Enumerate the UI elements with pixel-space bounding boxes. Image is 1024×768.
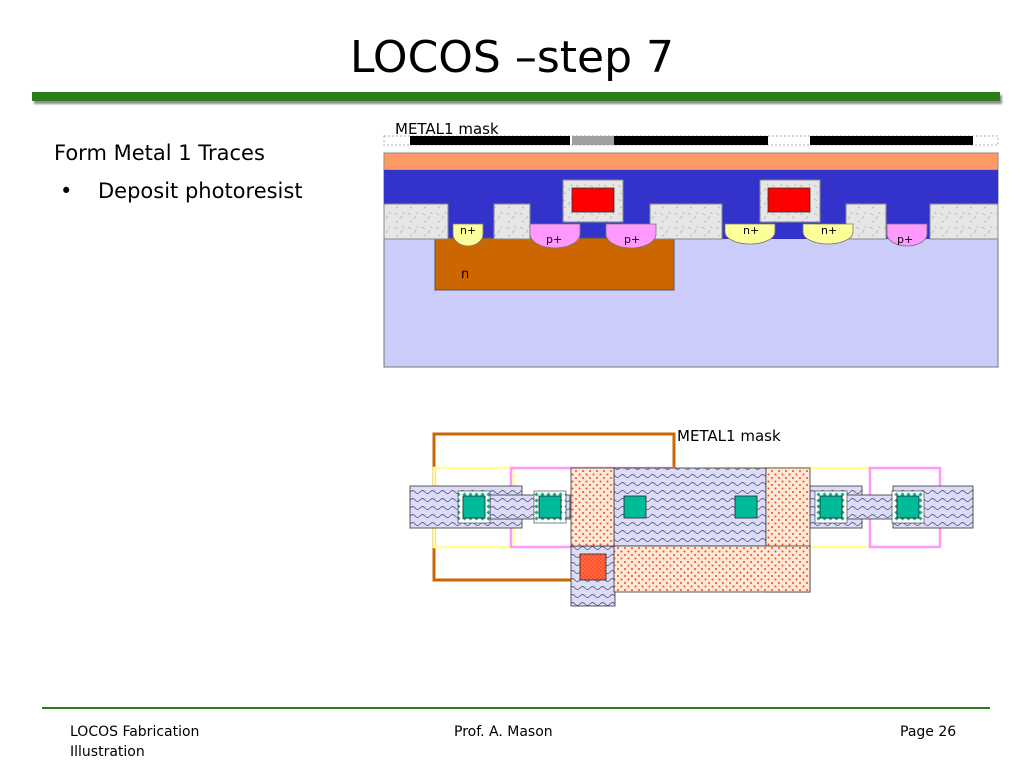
footer-left: LOCOS Fabrication Illustration — [70, 724, 200, 760]
n-well-label: n — [461, 267, 469, 282]
field-oxide — [649, 203, 723, 240]
bullet-dot: • — [60, 179, 73, 203]
mask-grey-segment — [572, 136, 614, 145]
cross-section: METAL1 mask n — [383, 120, 999, 368]
metal1-layer — [384, 170, 998, 197]
contact — [623, 495, 647, 519]
bullet-text: Deposit photoresist — [98, 179, 303, 203]
mask-label-layout: METAL1 mask — [677, 427, 781, 445]
poly-contact — [579, 553, 607, 581]
contact — [896, 495, 920, 519]
p-plus-region — [605, 223, 657, 249]
photoresist-layer — [383, 152, 999, 171]
slide-title: LOCOS –step 7 — [349, 32, 674, 83]
poly-gate — [571, 187, 615, 213]
layout-view: METAL1 mask — [409, 427, 974, 607]
n-plus-region — [724, 223, 776, 245]
region-label: p+ — [624, 233, 640, 246]
p-plus-region — [529, 223, 581, 249]
field-oxide — [929, 203, 999, 240]
contact — [734, 495, 758, 519]
poly-gate — [767, 187, 811, 213]
contact — [538, 495, 562, 519]
region-label: p+ — [546, 233, 562, 246]
mask-label-top: METAL1 mask — [395, 120, 499, 138]
footer-divider — [42, 707, 990, 709]
footer-center: Prof. A. Mason — [454, 724, 553, 740]
heading-text: Form Metal 1 Traces — [54, 141, 265, 165]
bullet-item: • Deposit photoresist — [54, 172, 303, 210]
contact — [462, 495, 486, 519]
poly-line — [613, 545, 811, 593]
region-label: n+ — [460, 224, 476, 237]
region-label: p+ — [897, 233, 913, 246]
n-plus-region — [452, 223, 484, 247]
mask-opaque-segment — [614, 136, 768, 145]
footer-page-number: Page 26 — [900, 724, 957, 740]
contact — [819, 495, 843, 519]
mask-opaque-segment — [810, 136, 973, 145]
region-label: n+ — [743, 224, 759, 237]
region-label: n+ — [821, 224, 837, 237]
poly-line — [570, 467, 615, 547]
p-plus-region — [886, 223, 928, 247]
body-text: Form Metal 1 Traces • Deposit photoresis… — [54, 134, 303, 210]
mask-opaque-segment — [410, 136, 570, 145]
field-oxide — [493, 203, 531, 240]
n-plus-region — [802, 223, 854, 245]
field-oxide — [383, 203, 449, 240]
title-divider — [32, 92, 1000, 101]
